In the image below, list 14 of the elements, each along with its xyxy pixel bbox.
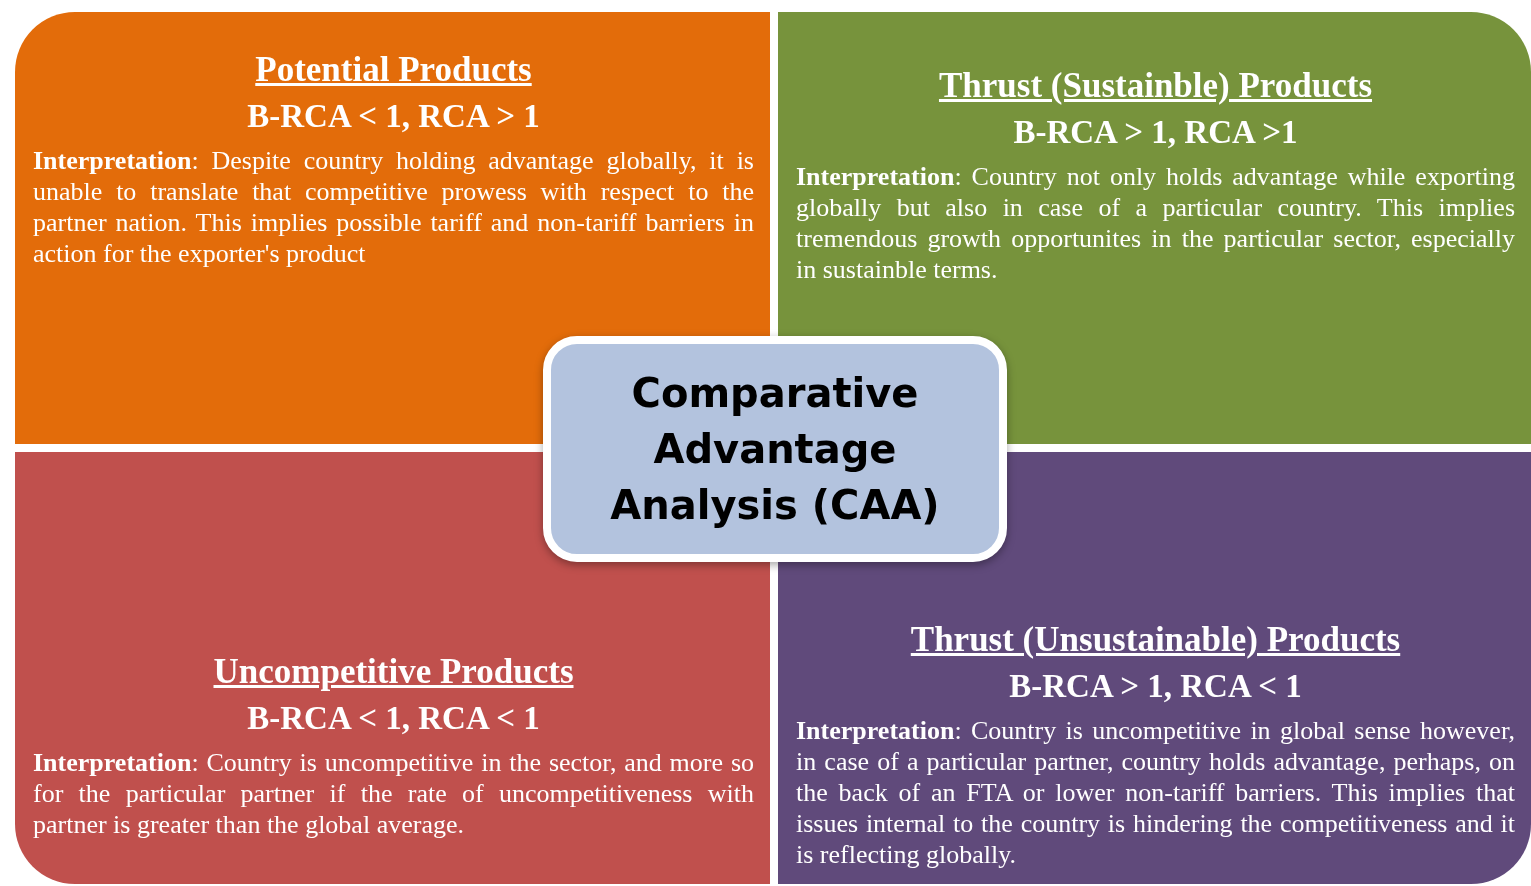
formula-text: B-RCA > 1, RCA < 1: [1008, 668, 1303, 705]
formula-text: B-RCA < 1, RCA < 1: [246, 700, 541, 737]
center-title: Comparative Advantage Analysis (CAA): [609, 369, 941, 530]
interpretation-paragraph: Interpretation: Country not only holds advantage while exporting globally but also in case of a particular country. This implies tremendous growth opportunites in the particular sector, especially in sustainble terms.: [796, 161, 1515, 285]
formula-text: B-RCA > 1, RCA >1: [1012, 114, 1299, 151]
quadrant-heading: Uncompetitive Products: [212, 652, 575, 692]
interpretation-paragraph: Interpretation: Despite country holding advantage globally, it is unable to translate that competitive prowess with respect to the partner nation. This implies possible tariff and non-tariff barriers in action for the exporter's product: [33, 145, 754, 269]
interpretation-paragraph: Interpretation: Country is uncompetitive in the sector, and more so for the particular partner if the rate of uncompetitiveness with partner is greater than the global average.: [33, 747, 754, 840]
quadrant-heading: Potential Products: [254, 50, 533, 90]
formula-text: B-RCA < 1, RCA > 1: [246, 98, 541, 135]
center-box: [543, 336, 1007, 562]
quadrant-heading: Thrust (Unsustainable) Products: [909, 620, 1402, 660]
interpretation-paragraph: Interpretation: Country is uncompetitive in global sense however, in case of a particular partner, country holds advantage, perhaps, on the back of an FTA or lower non-tariff barriers. This implies that issues internal to the country is hindering the competitiveness and it is reflecting globally.: [796, 715, 1515, 870]
quadrant-heading: Thrust (Sustainble) Products: [937, 66, 1373, 106]
